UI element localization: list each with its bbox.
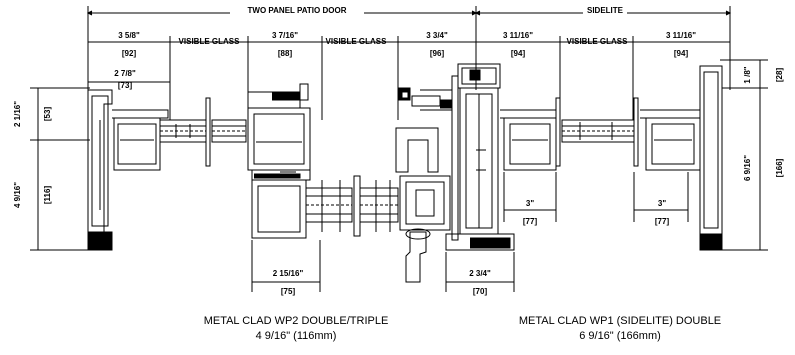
left-sash-profile <box>205 83 311 171</box>
left-dimension-lines <box>30 81 170 251</box>
dim-3-mm: [88] <box>278 49 293 58</box>
panel-dim: 2 15/16" <box>273 269 304 278</box>
sidelite-glass <box>561 119 635 143</box>
dim-8: 3 11/16" <box>666 31 696 40</box>
dim-5-mm: [96] <box>430 49 445 58</box>
left-inner-dim: 2 7/8" <box>114 69 136 78</box>
left-inner-dim-mm: [73] <box>118 81 133 90</box>
overall-dimension-lines <box>86 6 732 90</box>
dim-8-mm: [94] <box>674 49 689 58</box>
dim-5: 3 3/4" <box>426 31 448 40</box>
jamb-dim-mm: [70] <box>473 287 488 296</box>
dim-6: 3 11/16" <box>503 31 533 40</box>
sidelite-right-frame <box>633 65 738 251</box>
sidelite-right-dim-mm: [77] <box>655 217 670 226</box>
visible-glass-3: VISIBLE GLASS <box>567 37 629 46</box>
dim-1-mm: [92] <box>122 49 137 58</box>
sidelite-left-dim: 3" <box>526 199 534 208</box>
right-dimension-lines <box>720 59 768 251</box>
dim-1: 3 5/8" <box>118 31 140 40</box>
right-panel-glass <box>359 180 399 232</box>
left-top-dim: 2 1/16" <box>13 101 22 127</box>
sidelite-right-dim: 3" <box>658 199 666 208</box>
sidelite-label: SIDELITE <box>587 6 624 15</box>
left-caption-sub: 4 9/16" (116mm) <box>256 330 337 342</box>
right-bottom-dim-mm: [166] <box>775 158 784 177</box>
left-bottom-dim-mm: [116] <box>43 186 52 205</box>
left-panel-profile <box>251 169 361 239</box>
visible-glass-1: VISIBLE GLASS <box>179 37 241 46</box>
left-glass-unit <box>159 119 207 143</box>
left-jamb-profile <box>87 89 169 251</box>
handle-profile <box>395 127 451 283</box>
center-jamb-profile <box>445 63 515 251</box>
visible-glass-2: VISIBLE GLASS <box>326 37 388 46</box>
right-caption-title: METAL CLAD WP1 (SIDELITE) DOUBLE <box>519 315 721 327</box>
sidelite-left-dim-mm: [77] <box>523 217 538 226</box>
left-bottom-dim: 4 9/16" <box>13 182 22 208</box>
dim-6-mm: [94] <box>511 49 526 58</box>
right-bottom-dim: 6 9/16" <box>743 155 752 181</box>
door-head-profile <box>397 75 459 241</box>
panel-dim-mm: [75] <box>281 287 296 296</box>
bottom-dimension-lines <box>251 172 689 292</box>
right-top-dim: 1 /8" <box>743 66 752 83</box>
jamb-dim: 2 3/4" <box>469 269 491 278</box>
left-caption-title: METAL CLAD WP2 DOUBLE/TRIPLE <box>204 315 389 327</box>
sidelite-left-frame <box>500 97 561 171</box>
right-top-dim-mm: [28] <box>775 68 784 83</box>
right-caption-sub: 6 9/16" (166mm) <box>579 330 661 342</box>
dim-3: 3 7/16" <box>272 31 298 40</box>
patio-door-label: TWO PANEL PATIO DOOR <box>248 6 347 15</box>
left-top-dim-mm: [53] <box>43 107 52 122</box>
